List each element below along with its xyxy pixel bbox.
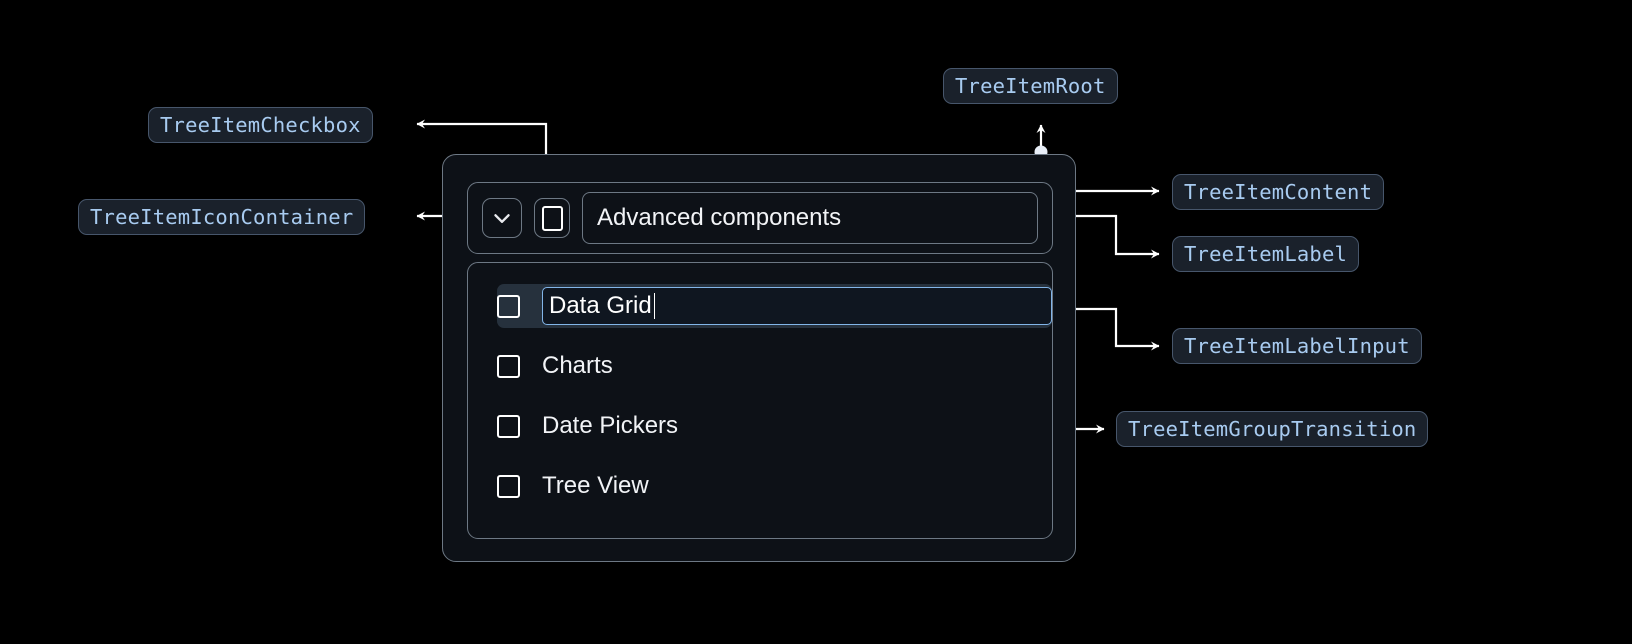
tree-item-child-row-tree-view[interactable]: Tree View — [468, 464, 1052, 508]
tree-item-label-input-value: Data Grid — [549, 292, 652, 319]
annotation-tree-item-checkbox: TreeItemCheckbox — [148, 107, 373, 143]
tree-item-content[interactable]: Advanced components — [467, 182, 1053, 254]
annotation-tree-item-group-transition: TreeItemGroupTransition — [1116, 411, 1429, 447]
tree-item-label: Charts — [542, 352, 613, 379]
annotation-tree-item-label-input: TreeItemLabelInput — [1172, 328, 1422, 364]
tree-item-label-input[interactable]: Data Grid — [542, 287, 1052, 325]
tree-item-checkbox[interactable] — [534, 198, 570, 238]
checkbox-unchecked-icon[interactable] — [497, 414, 520, 438]
tree-item-child-row-data-grid[interactable]: Data Grid — [497, 284, 1052, 328]
tree-item-label[interactable]: Advanced components — [582, 192, 1038, 244]
tree-item-icon-container[interactable] — [482, 198, 522, 238]
checkbox-unchecked-icon[interactable] — [541, 205, 563, 231]
tree-item-child-row-charts[interactable]: Charts — [468, 344, 1052, 388]
tree-item-root[interactable]: Advanced components Data Grid Charts Dat… — [442, 154, 1076, 562]
annotation-tree-item-content: TreeItemContent — [1172, 174, 1385, 210]
tree-item-label: Tree View — [542, 472, 649, 499]
tree-item-child-row-date-pickers[interactable]: Date Pickers — [468, 404, 1052, 448]
annotation-tree-item-icon-container: TreeItemIconContainer — [78, 199, 366, 235]
annotation-tree-item-label: TreeItemLabel — [1172, 236, 1360, 272]
tree-item-label-text: Advanced components — [597, 204, 842, 231]
annotation-tree-item-root: TreeItemRoot — [943, 68, 1118, 104]
checkbox-unchecked-icon[interactable] — [497, 294, 520, 318]
checkbox-unchecked-icon[interactable] — [497, 354, 520, 378]
checkbox-unchecked-icon[interactable] — [497, 474, 520, 498]
text-caret — [653, 293, 656, 319]
chevron-down-icon[interactable] — [489, 205, 515, 231]
tree-item-label: Date Pickers — [542, 412, 679, 439]
tree-item-group-transition: Data Grid Charts Date Pickers Tree View — [467, 262, 1053, 539]
